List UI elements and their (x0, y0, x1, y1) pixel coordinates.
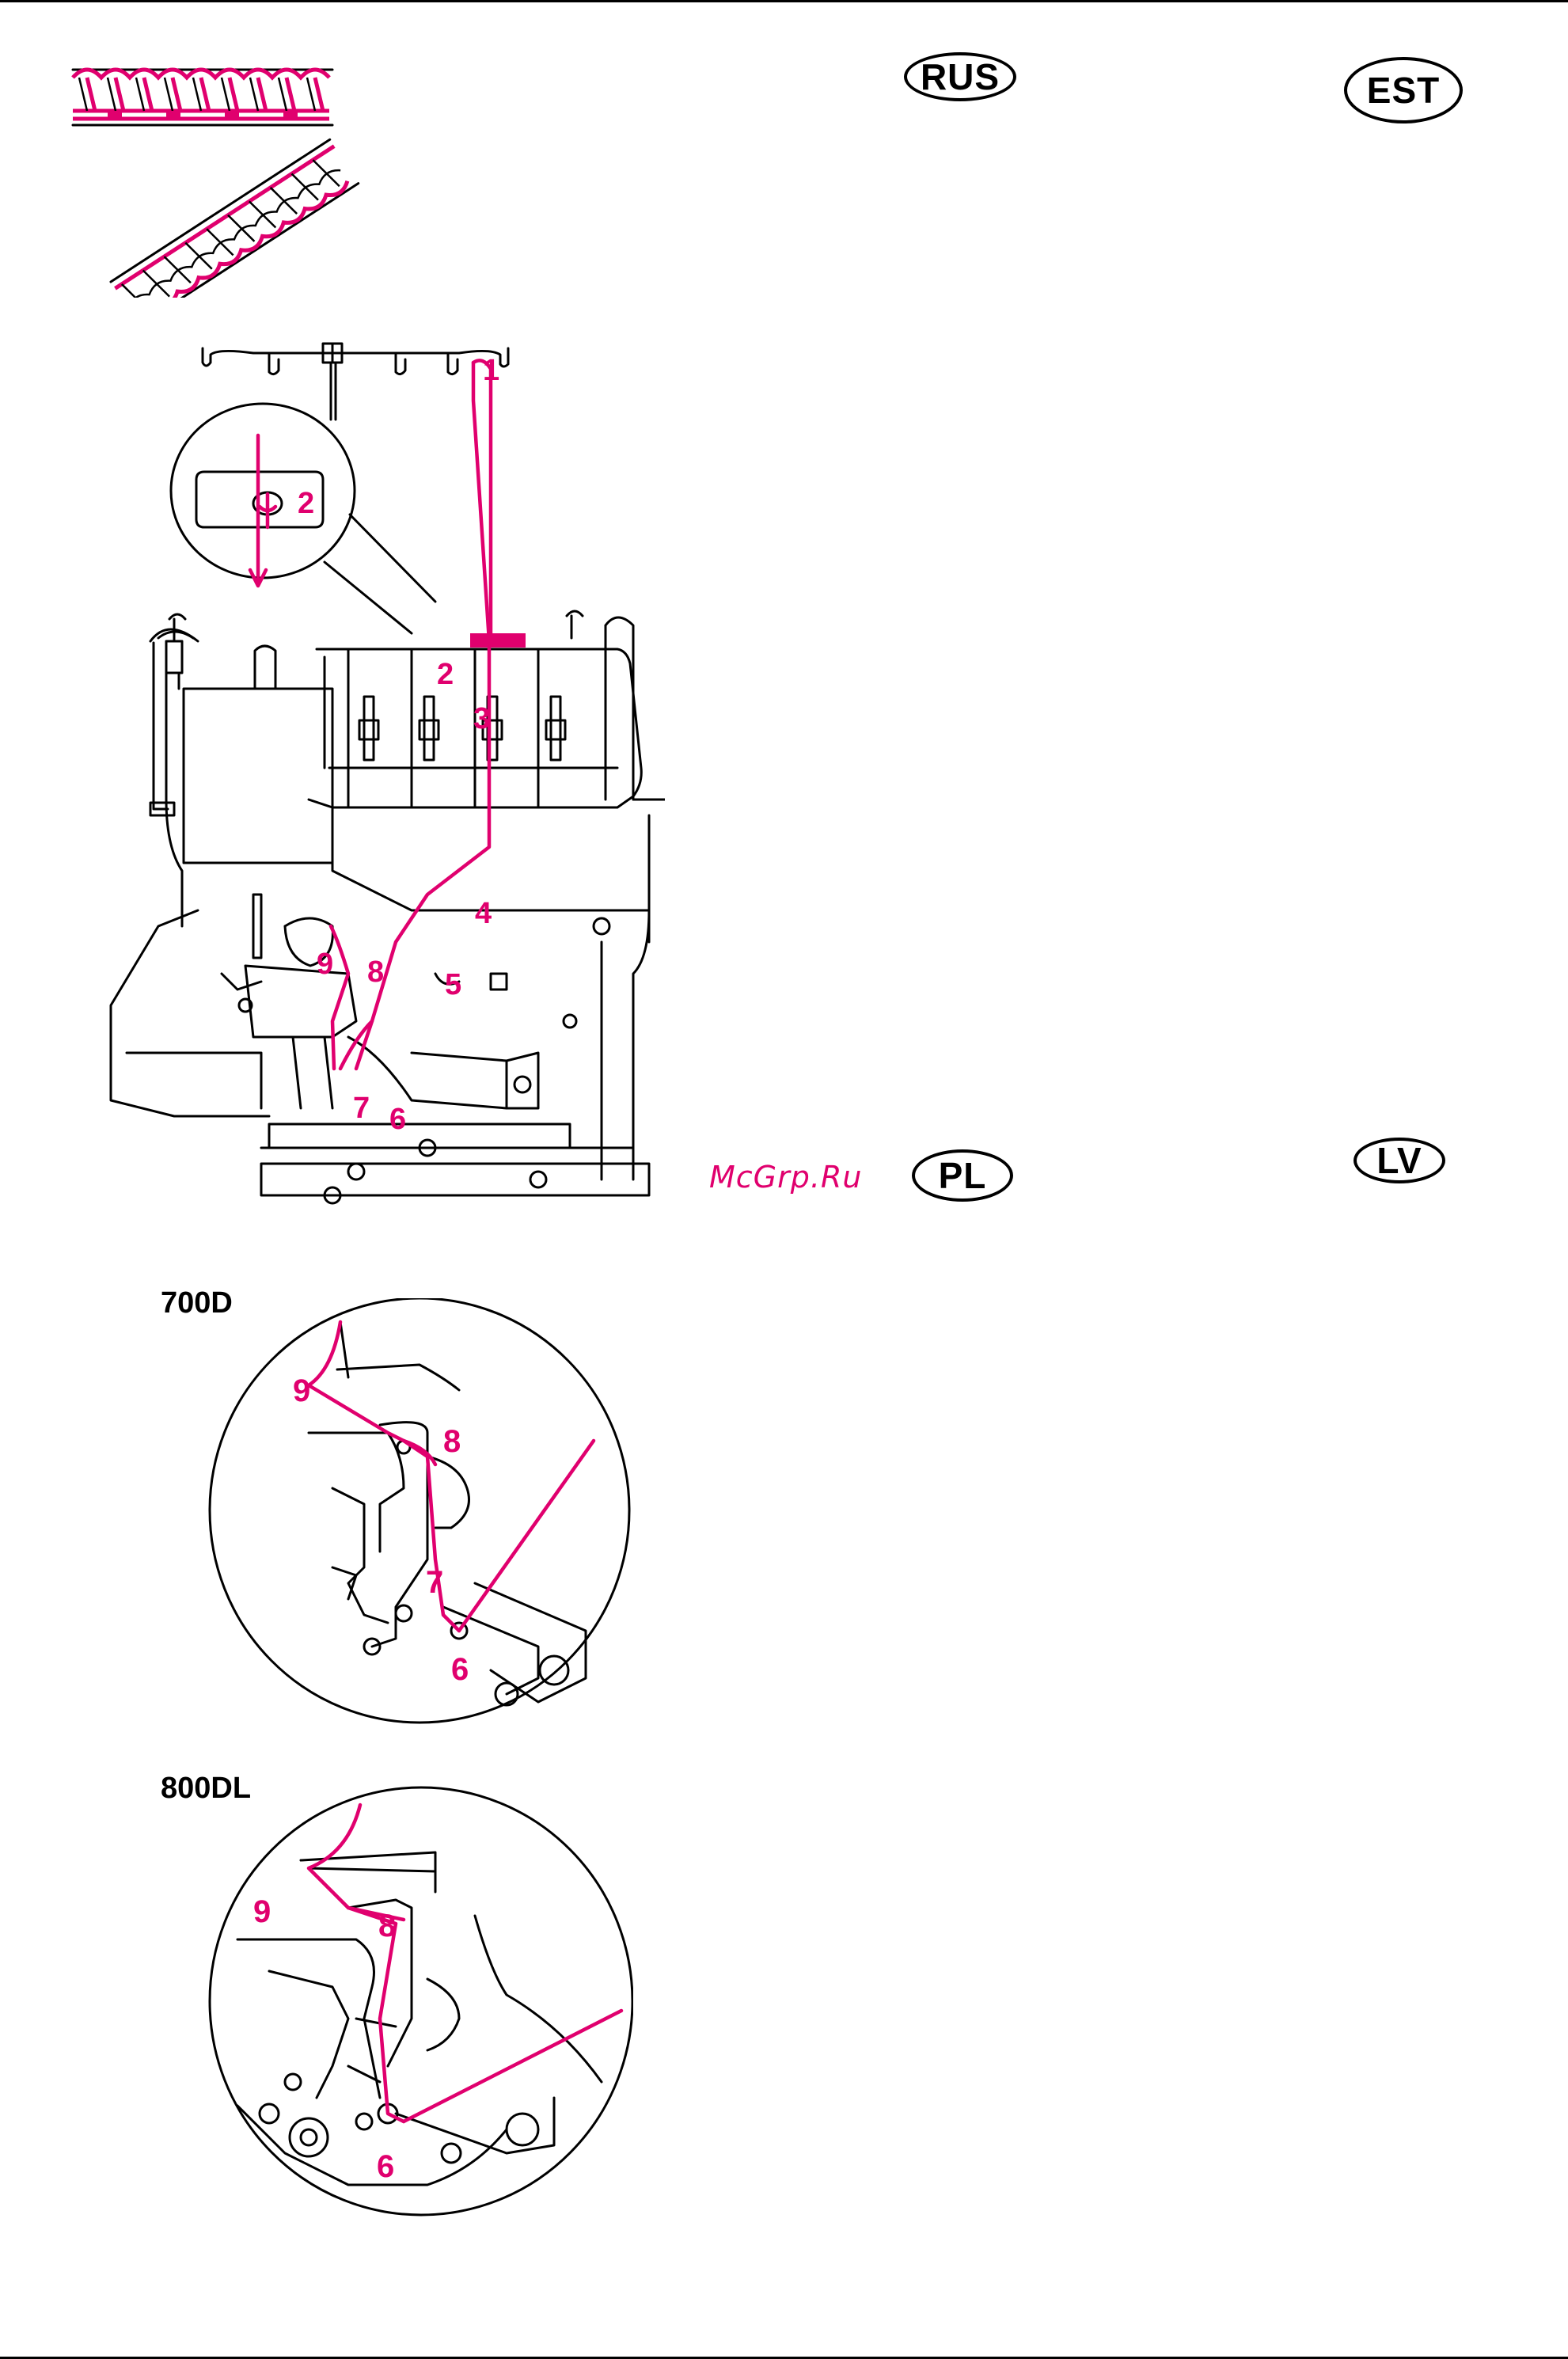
badge-lv: LV (1353, 1138, 1445, 1183)
label-3: 3 (473, 702, 490, 735)
label-8: 8 (367, 955, 384, 989)
label-7: 7 (353, 1092, 370, 1125)
detail-700d-label-8: 8 (443, 1424, 461, 1459)
detail-700d-diagram: 9 8 7 6 (190, 1298, 633, 1742)
label-2: 2 (437, 658, 454, 691)
detail-800dl-label-9: 9 (253, 1894, 271, 1929)
label-6: 6 (389, 1103, 406, 1136)
label-5: 5 (445, 968, 461, 1001)
label-9: 9 (317, 948, 333, 981)
detail-700d-label-6: 6 (451, 1652, 469, 1687)
label-4: 4 (475, 897, 492, 930)
watermark: McGrp.Ru (709, 1160, 862, 1195)
detail-800dl-label-8: 8 (378, 1909, 396, 1943)
badge-est: EST (1344, 57, 1463, 123)
badge-rus: RUS (904, 52, 1016, 101)
top-rule (0, 0, 1568, 2)
stitch-sample-image (63, 52, 380, 298)
machine-threading-diagram: 2 1 2 3 4 5 6 7 8 9 (95, 325, 665, 1219)
detail-800dl-diagram: 9 8 6 (190, 1781, 633, 2224)
label-2-detail: 2 (298, 487, 314, 520)
detail-700d-label-9: 9 (293, 1373, 310, 1408)
detail-700d-label-7: 7 (426, 1565, 443, 1600)
label-1: 1 (483, 354, 499, 387)
detail-800dl-label-6: 6 (377, 2149, 394, 2184)
badge-pl: PL (912, 1149, 1013, 1202)
